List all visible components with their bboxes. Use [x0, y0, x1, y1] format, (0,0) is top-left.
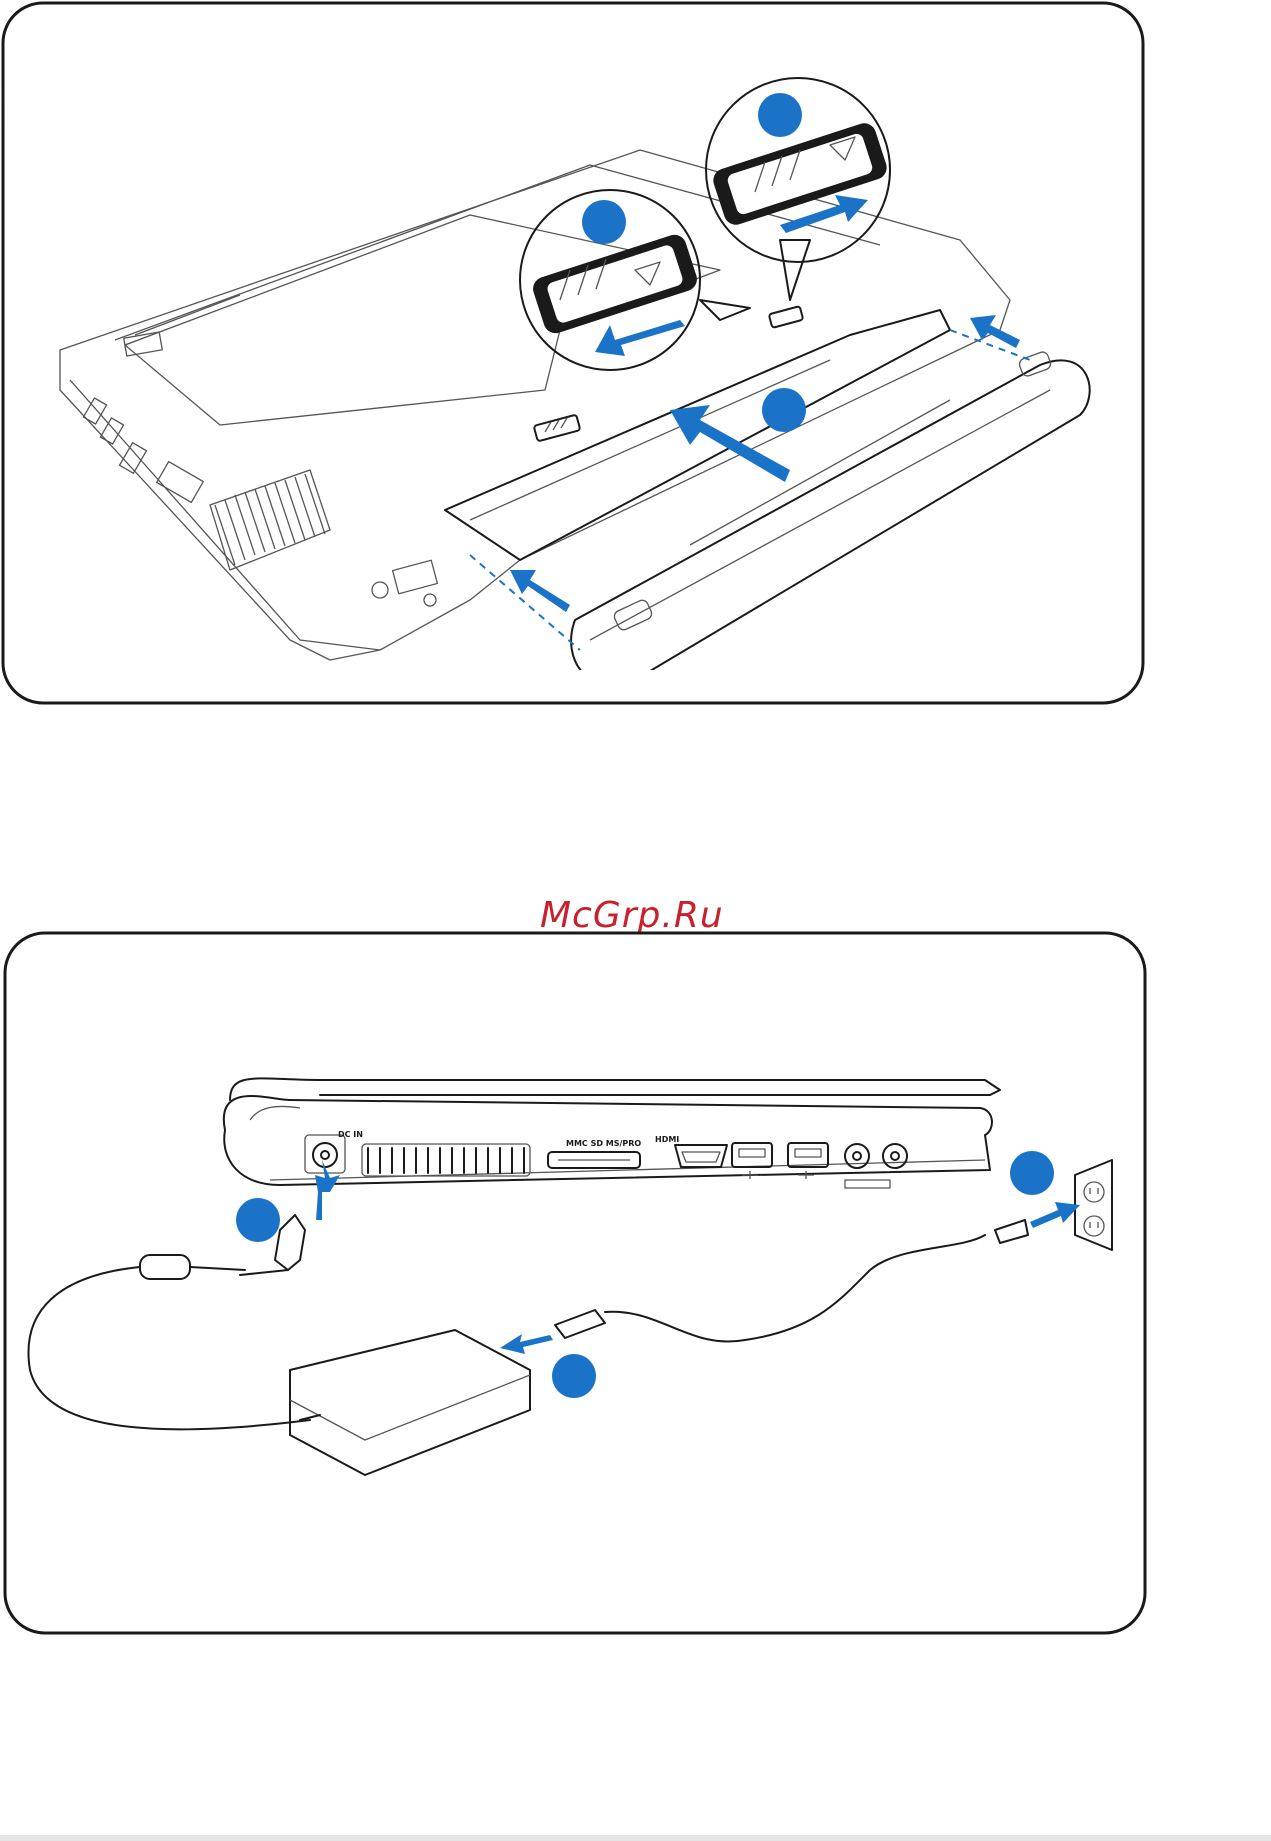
dc-in-label: DC IN [338, 1130, 363, 1139]
step-marker-3 [236, 1198, 280, 1242]
panel-frame [3, 3, 1143, 703]
power-connection-diagram: DC IN MMC SD MS/PRO HDMI [0, 930, 1150, 1640]
panel-frame [5, 933, 1145, 1633]
step-marker-1 [1010, 1151, 1054, 1195]
step-marker-3 [758, 93, 802, 137]
page-footer-bar [0, 1835, 1271, 1841]
battery-install-diagram [0, 0, 1150, 710]
step-marker-1 [762, 388, 806, 432]
card-reader-label: MMC SD MS/PRO [566, 1139, 641, 1148]
step-marker-2 [552, 1354, 596, 1398]
hdmi-label: HDMI [655, 1135, 679, 1144]
step-marker-2 [582, 200, 626, 244]
